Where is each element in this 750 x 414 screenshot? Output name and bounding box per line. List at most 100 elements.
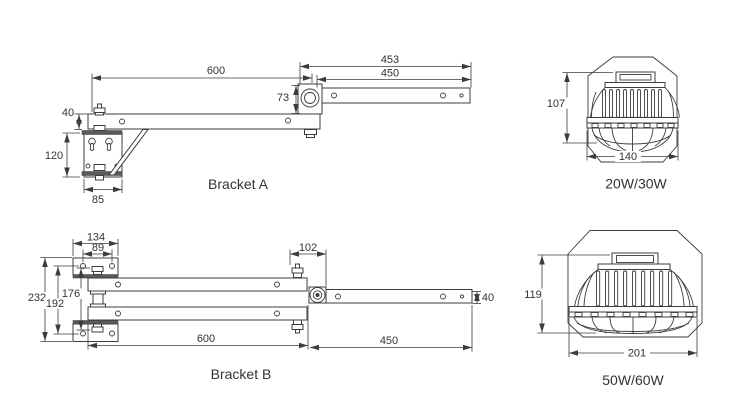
lamp-outline-octagon bbox=[587, 56, 678, 163]
arm-hole bbox=[440, 92, 446, 99]
arm-hole bbox=[115, 281, 121, 288]
flange-tab bbox=[656, 123, 664, 128]
arm-hole bbox=[331, 92, 337, 99]
dim-label-120: 120 bbox=[45, 150, 63, 162]
bracket-a-main-arm bbox=[87, 113, 321, 130]
bolt-washer bbox=[93, 271, 102, 275]
heatsink-fin bbox=[623, 89, 627, 118]
heatsink-fin bbox=[609, 89, 613, 118]
cage-rib bbox=[598, 127, 611, 147]
flange-tab bbox=[670, 312, 679, 317]
bolt-head bbox=[91, 326, 104, 333]
dim-label-600b: 600 bbox=[197, 333, 215, 345]
dim-label-450b: 450 bbox=[380, 335, 398, 347]
heatsink-fin bbox=[630, 89, 634, 118]
heatsink-side bbox=[664, 87, 680, 118]
hatch-flange bbox=[72, 274, 119, 279]
cage-rib bbox=[609, 316, 621, 334]
heatsink bbox=[574, 269, 694, 307]
dim-label-232: 232 bbox=[28, 292, 46, 304]
cage-rib bbox=[654, 127, 667, 147]
lamp-small-title: 20W/30W bbox=[605, 176, 667, 192]
dim-label-453: 453 bbox=[381, 54, 399, 66]
heatsink-fin bbox=[596, 270, 601, 307]
bolt-nut bbox=[95, 175, 104, 181]
heatsink-fin bbox=[623, 270, 628, 307]
dim-label-134: 134 bbox=[87, 232, 105, 244]
heatsink-fin bbox=[644, 89, 648, 118]
bolt-washer bbox=[95, 112, 104, 116]
wire-guard-cage bbox=[573, 316, 693, 334]
lamp-top-cap-inner bbox=[619, 74, 652, 81]
arm-hole bbox=[459, 93, 464, 98]
dim-label-119: 119 bbox=[524, 289, 542, 301]
lamp-top-cap-inner bbox=[616, 255, 654, 263]
wire-guard-cage bbox=[591, 127, 674, 153]
heatsink-fin bbox=[632, 270, 637, 307]
dim-label-450: 450 bbox=[381, 68, 399, 80]
plate-corner-hole bbox=[85, 163, 91, 169]
spacer-flange bbox=[90, 290, 106, 295]
heatsink-fin bbox=[650, 270, 655, 307]
heatsink-fin bbox=[605, 270, 610, 307]
hatch-flange bbox=[72, 320, 119, 325]
heatsink-fin bbox=[577, 275, 591, 307]
lamp-mount-plate bbox=[604, 82, 666, 88]
dim-label-107: 107 bbox=[547, 98, 565, 110]
flange-tab bbox=[685, 312, 694, 317]
spacer-flange bbox=[90, 303, 106, 308]
bolt-stem bbox=[295, 263, 300, 269]
dim-label-102: 102 bbox=[299, 242, 317, 254]
heatsink-fin bbox=[668, 270, 673, 307]
bolt-washer bbox=[306, 134, 315, 138]
keyhole-slot-tail bbox=[89, 143, 95, 151]
cage-rib bbox=[645, 316, 657, 334]
bracket-a-upper-arm bbox=[321, 87, 471, 104]
heatsink-fin bbox=[583, 271, 595, 307]
dim-label-40b: 40 bbox=[482, 292, 494, 304]
heatsink-fin bbox=[637, 89, 641, 118]
bolt-head bbox=[93, 164, 106, 171]
flange-tab bbox=[643, 123, 651, 128]
flange-tab bbox=[667, 123, 675, 128]
arm-hole bbox=[459, 294, 465, 299]
heatsink-fin bbox=[659, 270, 664, 307]
pivot-inner-circle bbox=[304, 92, 316, 104]
dim-label-40: 40 bbox=[62, 107, 74, 119]
dim-label-192: 192 bbox=[46, 298, 64, 310]
bolt-washer bbox=[293, 319, 302, 325]
lamp-outline-octagon bbox=[567, 230, 703, 338]
bracket-b-view: 134 89 232 192 176 102 600 450 bbox=[26, 232, 494, 382]
bolt-washer bbox=[293, 272, 302, 278]
heatsink-side bbox=[574, 269, 599, 307]
heatsink-fin bbox=[658, 89, 662, 118]
heatsink-fin bbox=[668, 91, 674, 118]
heatsink-fin bbox=[616, 89, 620, 118]
bracket-a-view: 600 453 450 73 40 120 85 Bracket A bbox=[45, 54, 472, 206]
arm-hole bbox=[274, 310, 280, 317]
plate-hole bbox=[109, 330, 115, 337]
flange-tab bbox=[622, 312, 631, 317]
lamp-top-cap bbox=[615, 71, 656, 83]
flange-tab bbox=[574, 312, 583, 317]
arm-hole bbox=[440, 293, 446, 300]
bolt-head bbox=[91, 266, 104, 272]
flange-tab bbox=[591, 123, 599, 128]
heatsink-fin bbox=[641, 270, 646, 307]
flange-tab bbox=[617, 123, 625, 128]
flange-tab bbox=[590, 312, 599, 317]
flange-tabs bbox=[591, 123, 675, 128]
lamp-mount-plate bbox=[597, 263, 671, 270]
flange-tab bbox=[606, 312, 615, 317]
flange-tab bbox=[604, 123, 612, 128]
bolt-head bbox=[291, 324, 304, 330]
heatsink-side bbox=[669, 269, 694, 307]
flange-tabs bbox=[574, 312, 694, 317]
dim-label-73: 73 bbox=[277, 92, 289, 104]
arm-hole bbox=[274, 281, 280, 288]
bracket-a-top-hatch-flange bbox=[81, 130, 123, 135]
bracket-b-upper-arm bbox=[87, 277, 308, 292]
lamp-large-view: 119 201 50W/60W bbox=[521, 230, 703, 388]
bolt-stem bbox=[295, 329, 300, 334]
